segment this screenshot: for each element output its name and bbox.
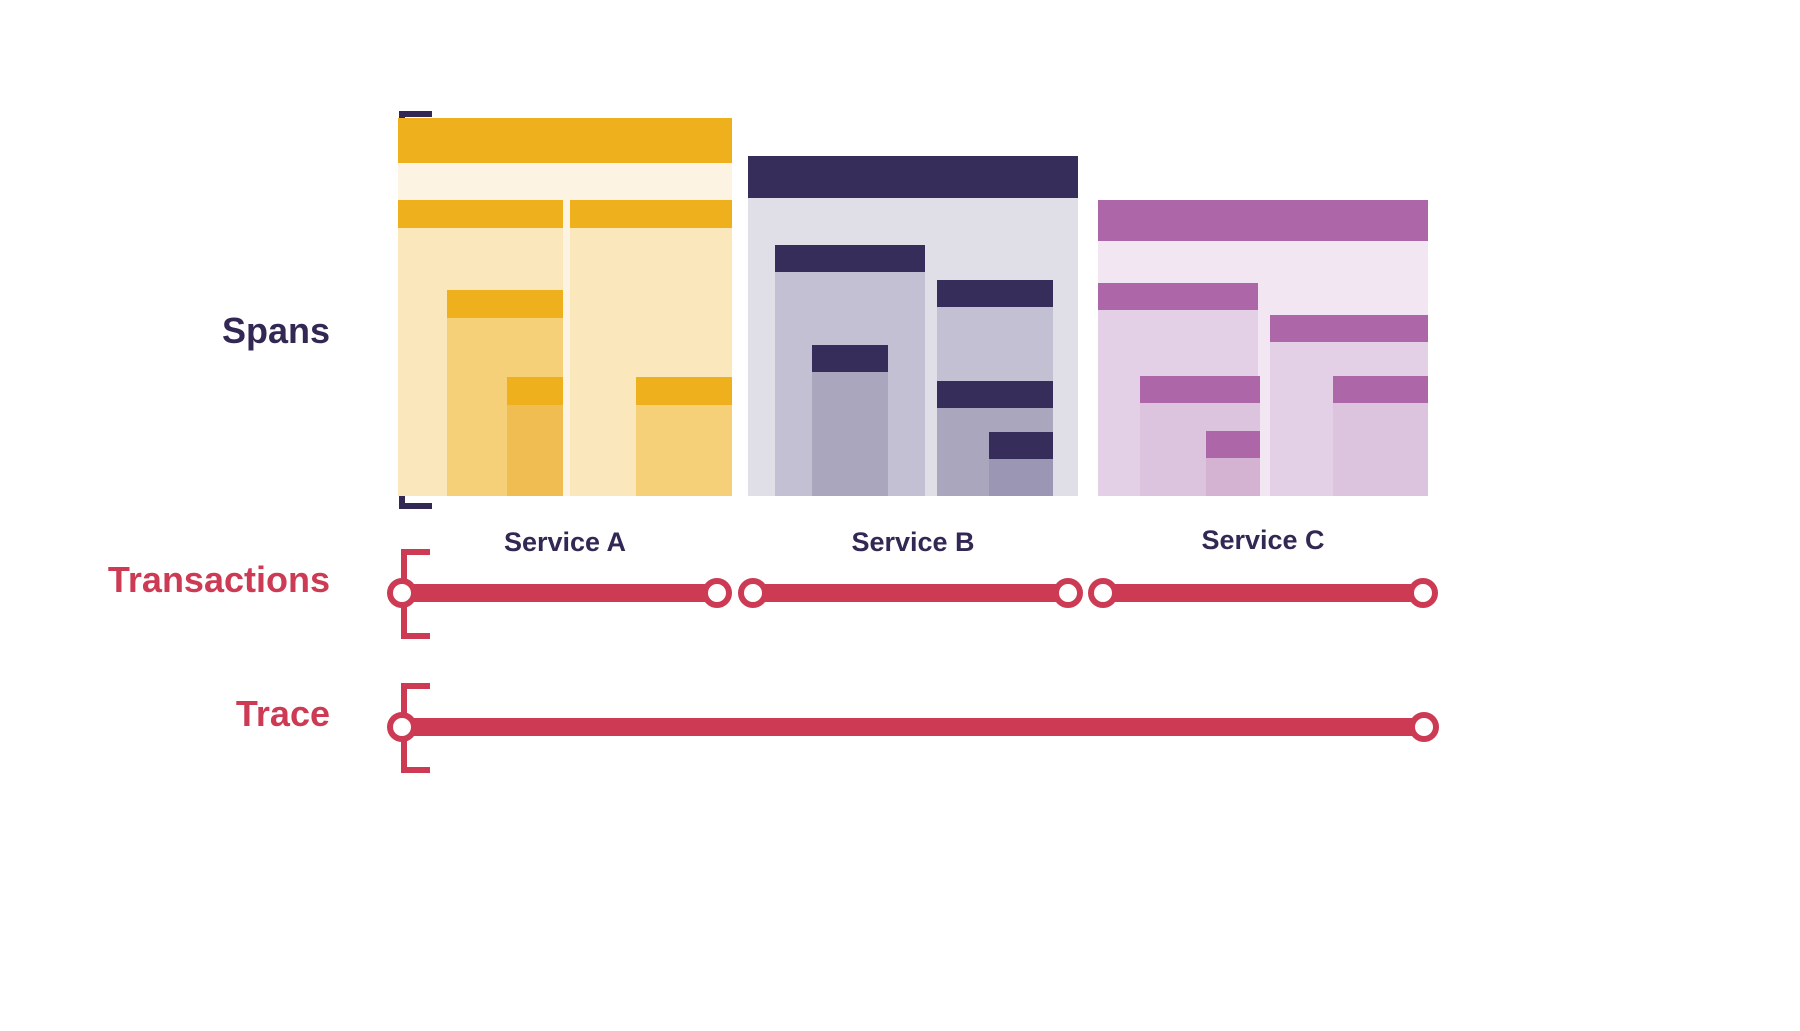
service-label-service-b: Service B — [748, 527, 1078, 558]
row-label-trace: Trace — [236, 693, 330, 735]
trace-bar — [400, 718, 1426, 736]
transaction-c-end-node — [1408, 578, 1438, 608]
row-label-transactions-text: Transactions — [107, 559, 330, 600]
transaction-a-start-node — [387, 578, 417, 608]
span-a-4-header — [570, 200, 732, 228]
span-b-root-header — [748, 156, 1078, 198]
transaction-a-end-node — [702, 578, 732, 608]
span-a-2-header — [447, 290, 563, 318]
trace-end-node — [1409, 712, 1439, 742]
span-c-5-header — [1333, 376, 1428, 403]
row-label-spans: Spans — [222, 310, 330, 352]
span-b-3-header — [937, 280, 1053, 307]
span-b-1-header — [775, 245, 925, 272]
span-a-root-header — [398, 118, 732, 163]
span-c-root-header — [1098, 200, 1428, 241]
span-c-1-header — [1098, 283, 1258, 310]
span-b-4-header — [937, 381, 1053, 408]
span-c-2-header — [1140, 376, 1260, 403]
service-label-service-c: Service C — [1098, 525, 1428, 556]
row-label-spans-text: Spans — [221, 310, 330, 351]
span-c-3-header — [1206, 431, 1260, 458]
span-a-3-header — [507, 377, 563, 405]
transaction-c-start-node — [1088, 578, 1118, 608]
transaction-a-bar — [400, 584, 718, 602]
trace-timeline — [387, 712, 1439, 742]
transaction-c-bar — [1102, 584, 1422, 602]
row-label-transactions: Transactions — [108, 559, 330, 601]
span-a-5-header — [636, 377, 732, 405]
service-label-service-a: Service A — [398, 527, 732, 558]
service-label-c-text: Service C — [1201, 525, 1325, 555]
span-b-2-header — [812, 345, 888, 372]
row-label-trace-text: Trace — [235, 693, 330, 734]
transaction-b-end-node — [1053, 578, 1083, 608]
span-c-4-header — [1270, 315, 1428, 342]
transaction-b-start-node — [738, 578, 768, 608]
span-b-5-header — [989, 432, 1053, 459]
transactions-timeline — [387, 578, 1438, 608]
trace-start-node — [387, 712, 417, 742]
service-label-a-text: Service A — [503, 527, 627, 557]
span-a-1-header — [398, 200, 563, 228]
transaction-b-bar — [752, 584, 1070, 602]
service-label-b-text: Service B — [851, 527, 975, 557]
